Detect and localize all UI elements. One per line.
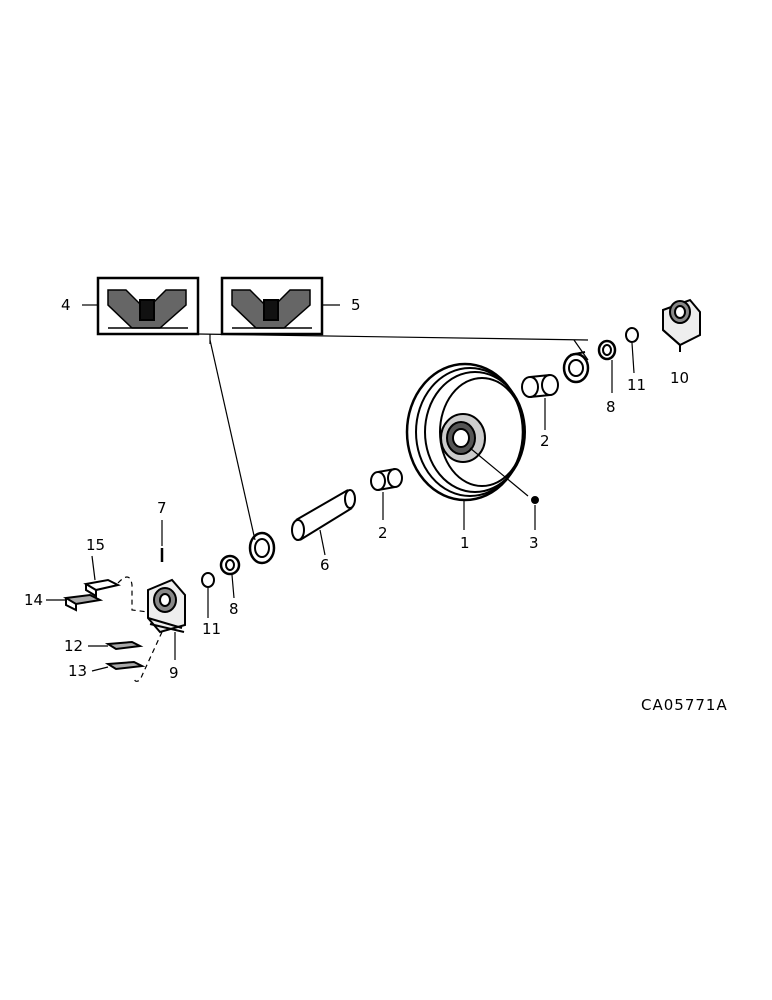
callout-14: 14 (24, 591, 43, 609)
bushing-2-right-part (521, 374, 559, 398)
washer-8-right-part (597, 339, 617, 361)
callout-4: 4 (61, 296, 71, 314)
ring-11-left-part (201, 572, 215, 588)
callout-11-left: 11 (202, 620, 221, 638)
callout-8-left: 8 (229, 600, 239, 618)
bushing-2-left-part (370, 468, 403, 491)
callout-labels: 1 2 2 3 4 5 6 7 8 8 9 10 11 11 12 13 14 … (24, 296, 689, 682)
plate-15-part (83, 578, 121, 598)
plate-12-part (104, 640, 144, 651)
bracket-10-part (662, 298, 701, 352)
bracket-9-part (147, 578, 186, 634)
callout-leaders (46, 342, 635, 672)
box-leader-lines (82, 304, 589, 541)
seal-right-part (562, 351, 590, 384)
ring-11-right-part (625, 327, 639, 343)
callout-2-left: 2 (378, 524, 388, 542)
callout-12: 12 (64, 637, 83, 655)
drawing-code: CA05771A (641, 696, 728, 714)
callout-6: 6 (320, 556, 330, 574)
detail-box-5 (220, 276, 324, 336)
callout-13: 13 (68, 662, 87, 680)
shaft-6-part (291, 489, 356, 541)
detail-box-4 (96, 276, 200, 336)
callout-10: 10 (670, 369, 689, 387)
callout-3: 3 (529, 534, 539, 552)
washer-8-left-part (219, 554, 241, 576)
idler-wheel-part (405, 362, 539, 504)
callout-9: 9 (169, 664, 179, 682)
callout-8-right: 8 (606, 398, 616, 416)
plate-13-part (104, 660, 146, 671)
callout-11-right: 11 (627, 376, 646, 394)
callout-15: 15 (86, 536, 105, 554)
dashed-connectors (117, 576, 163, 682)
callout-7: 7 (157, 499, 167, 517)
callout-5: 5 (351, 296, 361, 314)
seal-left-part (248, 531, 276, 565)
callout-2-right: 2 (540, 432, 550, 450)
callout-1: 1 (460, 534, 470, 552)
plate-14-part (63, 593, 104, 612)
